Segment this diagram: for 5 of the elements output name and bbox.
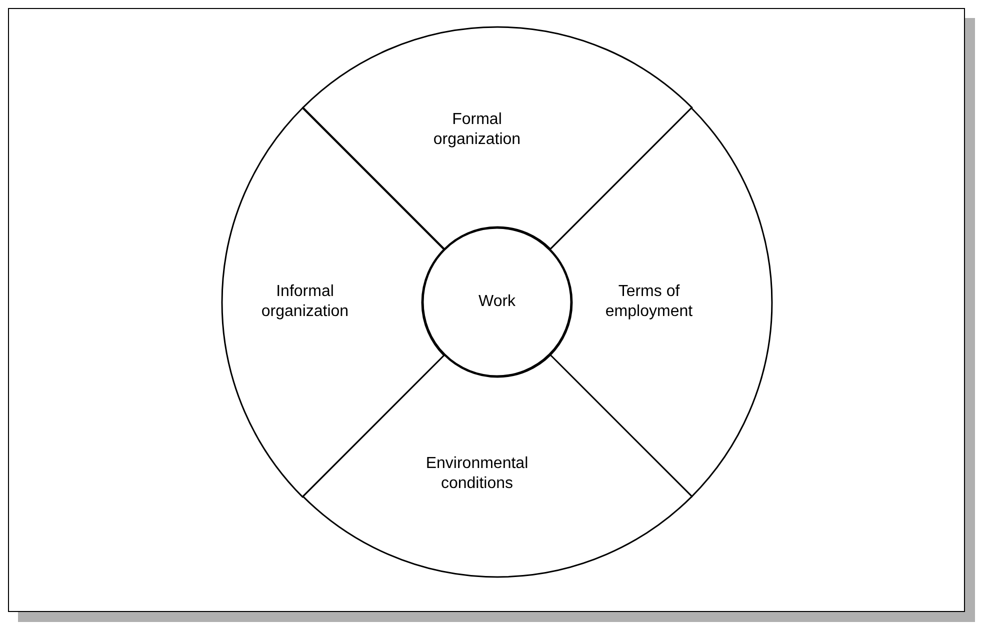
sector-label: Informal organization — [260, 282, 350, 322]
sector-label: Environmental conditions — [424, 454, 530, 494]
sector-label: Terms of employment — [604, 282, 694, 322]
sector-label: Formal organization — [432, 110, 522, 150]
center-label: Work — [478, 292, 516, 312]
